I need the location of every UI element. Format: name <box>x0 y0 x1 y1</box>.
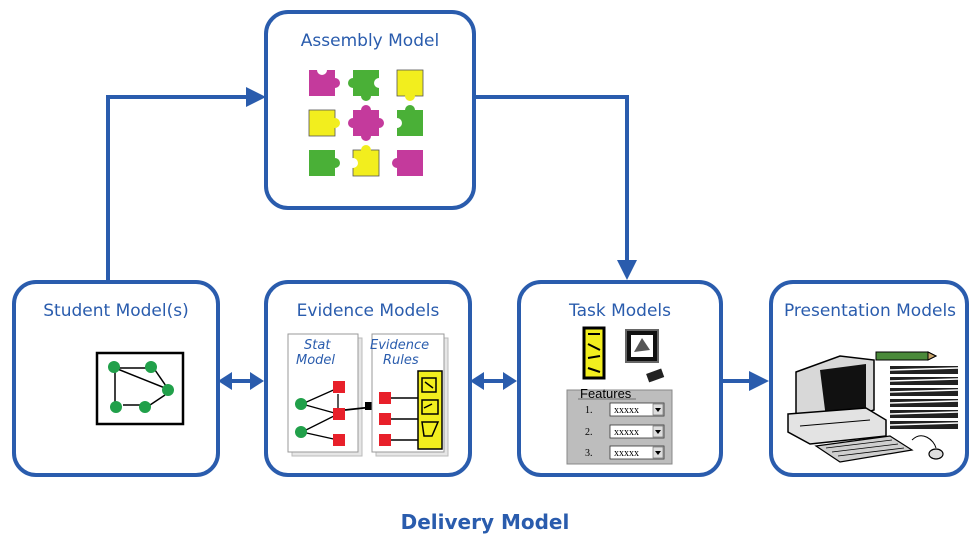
stat-label: Stat <box>304 338 331 353</box>
connectors <box>106 87 769 391</box>
evidence-models-box: Evidence Models Stat Model Evidence <box>264 280 472 477</box>
feature-number: 1. <box>585 405 593 416</box>
feature-row: 2. xxxxx <box>585 424 665 439</box>
presentation-models-title: Presentation Models <box>784 301 956 321</box>
student-model-title: Student Model(s) <box>43 301 189 321</box>
presentation-models-box: Presentation Models <box>769 280 969 477</box>
feature-value: xxxxx <box>614 448 639 459</box>
arrow-student-to-assembly <box>106 95 248 280</box>
arrow-evidence-task <box>470 372 517 390</box>
puzzle-pieces-icon <box>308 65 424 177</box>
feature-value: xxxxx <box>614 427 639 438</box>
directed-graph-icon <box>95 351 185 426</box>
task-pieces-icon <box>582 326 665 383</box>
evidence-label: Evidence <box>370 338 429 353</box>
arrow-student-evidence <box>218 372 264 390</box>
arrow-task-to-presentation <box>721 371 769 391</box>
feature-row: 1. xxxxx <box>585 402 665 417</box>
feature-value: xxxxx <box>614 405 639 416</box>
assembly-model-box: Assembly Model <box>264 10 476 210</box>
feature-number: 2. <box>585 427 593 438</box>
task-models-box: Task Models Features 1. xxxxx 2. <box>517 280 723 477</box>
feature-select[interactable] <box>609 424 665 439</box>
link-node <box>365 402 373 410</box>
student-model-box: Student Model(s) <box>12 280 220 477</box>
model-label: Model <box>296 353 335 368</box>
rules-icon: Evidence Rules <box>370 333 449 457</box>
task-models-title: Task Models <box>568 301 671 321</box>
features-label: Features <box>580 386 632 401</box>
bayes-net-icon: Stat Model <box>287 333 363 457</box>
computer-workstation-icon <box>787 351 959 463</box>
feature-number: 3. <box>585 448 593 459</box>
arrow-assembly-to-task <box>474 95 629 263</box>
feature-row: 3. xxxxx <box>585 445 665 460</box>
feature-select[interactable] <box>609 445 665 460</box>
evidence-models-title: Evidence Models <box>297 301 440 321</box>
assembly-model-title: Assembly Model <box>301 31 439 51</box>
feature-select[interactable] <box>609 402 665 417</box>
delivery-model-title: Delivery Model <box>401 510 570 534</box>
rules-label: Rules <box>383 353 419 368</box>
features-panel: Features 1. xxxxx 2. xxxxx 3. xxxxx <box>566 386 673 465</box>
